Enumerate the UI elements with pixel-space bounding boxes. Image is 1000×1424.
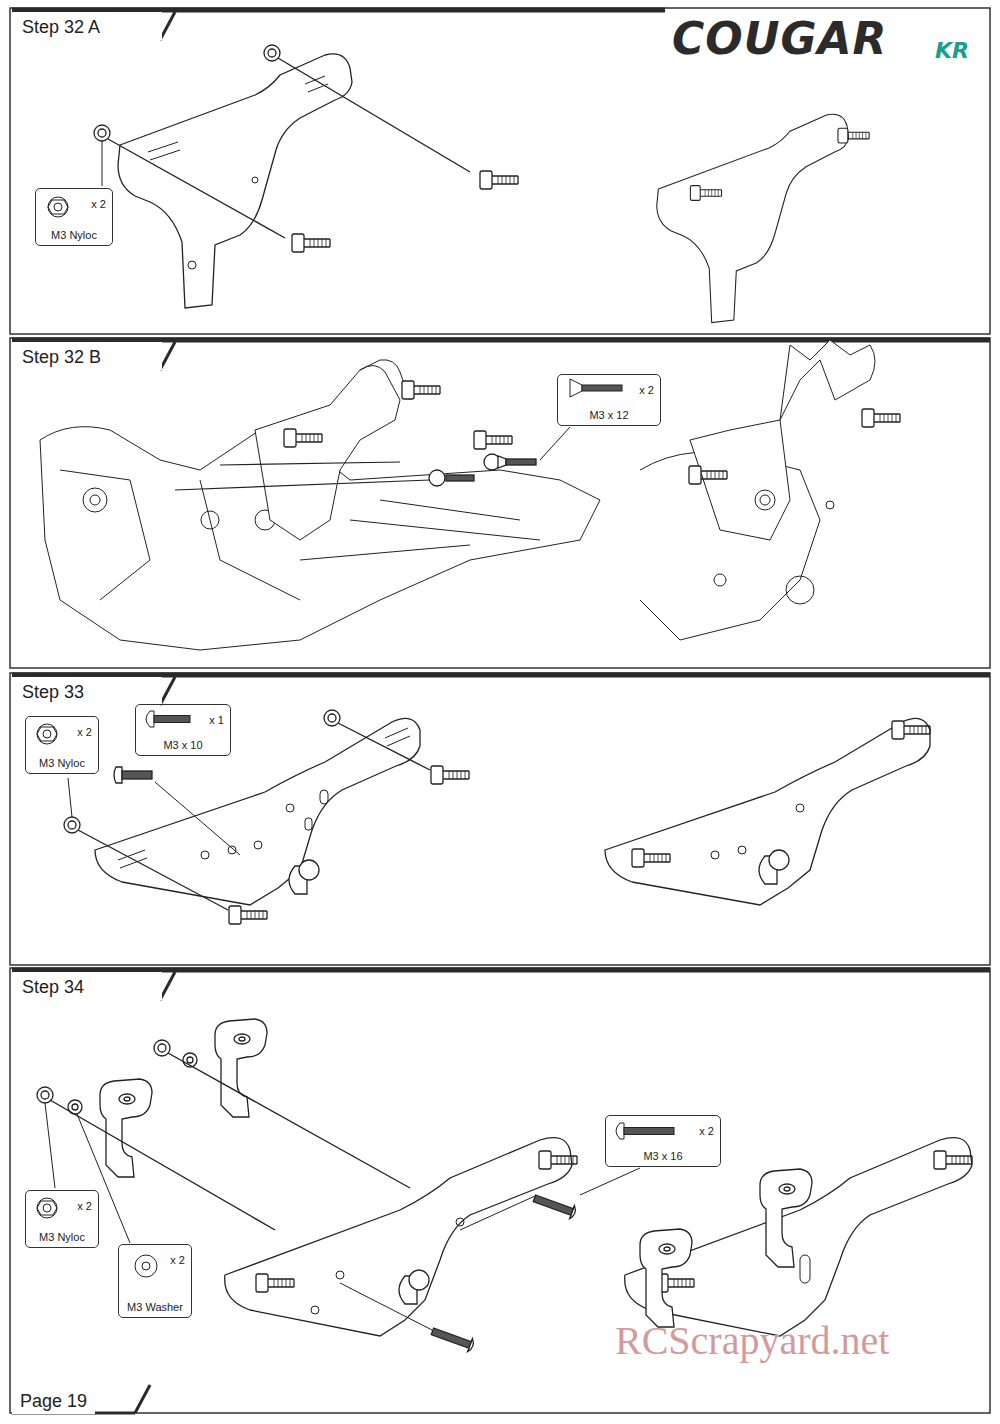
step-title: Step 33 [22,682,84,702]
page-number: Page 19 [12,1388,95,1414]
part-callout: x 2 M3 Washer [118,1244,192,1318]
part-callout: x 2 M3 x 16 [605,1115,721,1167]
part-name: M3 x 12 [560,409,658,422]
quantity: x 2 [170,1254,185,1267]
part-name: M3 Nyloc [28,757,96,770]
quantity: x 2 [699,1125,714,1138]
part-name: M3 x 10 [138,739,228,752]
part-callout: x 2 M3 Nyloc [25,716,99,774]
part-callout: x 2 M3 Nyloc [35,188,113,246]
part-name: M3 Nyloc [28,1231,96,1244]
step-title: Step 34 [22,977,84,997]
quantity: x 2 [77,726,92,739]
step-tab: Step 32 B [12,342,162,370]
part-callout: x 2 M3 x 12 [557,374,661,426]
quantity: x 1 [209,714,224,727]
watermark: RCScrapyard.net [615,1318,889,1364]
part-name: M3 Nyloc [38,229,110,242]
part-name: M3 Washer [121,1301,189,1314]
logo-text: COUGAR [672,14,887,64]
logo-badge: KR [935,38,969,64]
quantity: x 2 [91,198,106,211]
quantity: x 2 [77,1200,92,1213]
part-callout: x 1 M3 x 10 [135,704,231,756]
step-tab: Step 32 A [12,12,162,40]
part-callout: x 2 M3 Nyloc [25,1190,99,1248]
step-title: Step 32 B [22,347,101,367]
step-title: Step 32 A [22,17,100,37]
step-tab: Step 34 [12,972,162,1000]
quantity: x 2 [639,384,654,397]
step-tab: Step 33 [12,677,162,705]
part-name: M3 x 16 [608,1150,718,1163]
